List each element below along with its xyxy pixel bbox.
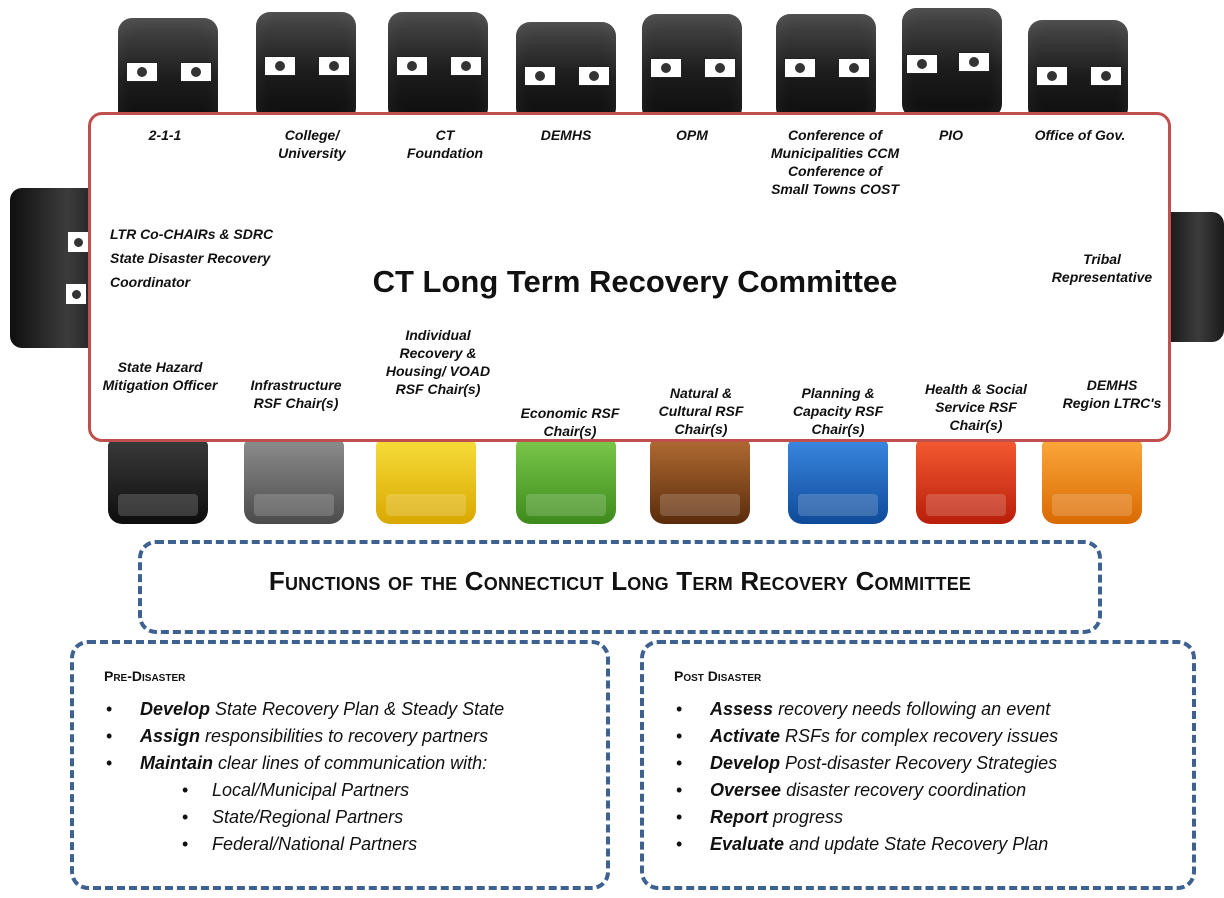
- list-item: Maintain clear lines of communication wi…: [104, 750, 504, 777]
- eye-icon: [1090, 66, 1122, 86]
- action-text: clear lines of communication with:: [213, 753, 488, 773]
- key-brown: [650, 440, 750, 524]
- member-demhs-region-ltrcs: DEMHS Region LTRC's: [1062, 377, 1162, 411]
- chair-211: [118, 18, 218, 128]
- eye-icon: [1036, 66, 1068, 86]
- member-ccm-cost: Conference of Municipalities CCM Confere…: [770, 127, 900, 197]
- chair-demhs: [516, 22, 616, 122]
- key-blue: [788, 440, 888, 524]
- action-verb: Develop: [140, 699, 211, 719]
- action-verb: Develop: [710, 753, 781, 773]
- eye-icon: [180, 62, 212, 82]
- eye-icon: [838, 58, 870, 78]
- eye-icon: [396, 56, 428, 76]
- committee-title: CT Long Term Recovery Committee: [372, 264, 898, 299]
- member-planning-capacity-rsf: Planning & Capacity RSF Chair(s): [792, 385, 884, 437]
- eye-icon: [318, 56, 350, 76]
- key-green: [516, 440, 616, 524]
- list-item: Oversee disaster recovery coordination: [674, 777, 1058, 804]
- member-demhs: DEMHS: [540, 127, 592, 143]
- member-individual-recovery-rsf: Individual Recovery & Housing/ VOAD RSF …: [385, 327, 491, 397]
- sub-list-item: Federal/National Partners: [104, 831, 504, 858]
- chair-opm: [642, 14, 742, 122]
- action-verb: Oversee: [710, 780, 782, 800]
- action-text: State Recovery Plan & Steady State: [210, 699, 505, 719]
- member-211: 2-1-1: [148, 127, 182, 143]
- sub-list-item: Local/Municipal Partners: [104, 777, 504, 804]
- eye-icon: [450, 56, 482, 76]
- member-opm: OPM: [676, 127, 708, 143]
- action-text: Post-disaster Recovery Strategies: [780, 753, 1058, 773]
- committee-box: [88, 112, 1171, 442]
- list-item: Report progress: [674, 804, 1058, 831]
- list-item: Activate RSFs for complex recovery issue…: [674, 723, 1058, 750]
- action-verb: Maintain: [140, 753, 214, 773]
- member-college-university: College/ University: [278, 127, 346, 161]
- action-text: recovery needs following an event: [773, 699, 1051, 719]
- action-text: RSFs for complex recovery issues: [780, 726, 1059, 746]
- key-black: [108, 440, 208, 524]
- pre-disaster-panel: Pre-Disaster Develop State Recovery Plan…: [70, 640, 610, 890]
- functions-title-box: Functions of the Connecticut Long Term R…: [138, 540, 1102, 634]
- member-state-hazard-mitigation: State Hazard Mitigation Officer: [102, 359, 218, 393]
- functions-title: Functions of the Connecticut Long Term R…: [268, 566, 972, 596]
- chair-office-of-gov: [1028, 20, 1128, 122]
- list-item: Evaluate and update State Recovery Plan: [674, 831, 1058, 858]
- list-item: Develop State Recovery Plan & Steady Sta…: [104, 696, 504, 723]
- member-health-social-rsf: Health & Social Service RSF Chair(s): [925, 381, 1027, 433]
- list-item: Develop Post-disaster Recovery Strategie…: [674, 750, 1058, 777]
- post-disaster-panel: Post Disaster Assess recovery needs foll…: [640, 640, 1196, 890]
- chair-ct-foundation: [388, 12, 488, 122]
- eye-icon: [578, 66, 610, 86]
- list-item: Assign responsibilities to recovery part…: [104, 723, 504, 750]
- eye-icon: [524, 66, 556, 86]
- sub-list-item: State/Regional Partners: [104, 804, 504, 831]
- eye-icon: [650, 58, 682, 78]
- pre-disaster-list: Develop State Recovery Plan & Steady Sta…: [104, 696, 504, 858]
- eye-icon: [704, 58, 736, 78]
- key-yellow: [376, 440, 476, 524]
- member-pio: PIO: [938, 127, 964, 143]
- member-economic-rsf: Economic RSF Chair(s): [520, 405, 620, 439]
- eye-icon: [784, 58, 816, 78]
- eye-icon: [906, 54, 938, 74]
- member-ltr-cochairs: LTR Co-CHAIRs & SDRC State Disaster Reco…: [110, 226, 274, 290]
- key-orange: [1042, 440, 1142, 524]
- eye-icon: [126, 62, 158, 82]
- eye-icon: [66, 284, 86, 304]
- member-natural-cultural-rsf: Natural & Cultural RSF Chair(s): [658, 385, 744, 437]
- action-verb: Report: [710, 807, 768, 827]
- eye-icon: [264, 56, 296, 76]
- member-tribal-representative: Tribal Representative: [1051, 251, 1153, 285]
- eye-icon: [958, 52, 990, 72]
- action-text: progress: [768, 807, 844, 827]
- chair-college: [256, 12, 356, 122]
- member-office-of-gov: Office of Gov.: [1034, 127, 1126, 143]
- key-gray: [244, 440, 344, 524]
- eye-icon: [68, 232, 88, 252]
- chair-ccm: [776, 14, 876, 122]
- action-verb: Activate: [710, 726, 781, 746]
- pre-disaster-heading: Pre-Disaster: [104, 668, 186, 684]
- post-disaster-heading: Post Disaster: [674, 668, 762, 684]
- action-verb: Assign: [140, 726, 201, 746]
- action-verb: Assess: [710, 699, 774, 719]
- action-verb: Evaluate: [710, 834, 785, 854]
- member-ct-foundation: CT Foundation: [406, 127, 484, 161]
- action-text: disaster recovery coordination: [781, 780, 1027, 800]
- key-red: [916, 440, 1016, 524]
- chair-pio: [902, 8, 1002, 118]
- list-item: Assess recovery needs following an event: [674, 696, 1058, 723]
- member-infrastructure-rsf: Infrastructure RSF Chair(s): [250, 377, 342, 411]
- action-text: and update State Recovery Plan: [784, 834, 1049, 854]
- action-text: responsibilities to recovery partners: [200, 726, 489, 746]
- post-disaster-list: Assess recovery needs following an event…: [674, 696, 1058, 858]
